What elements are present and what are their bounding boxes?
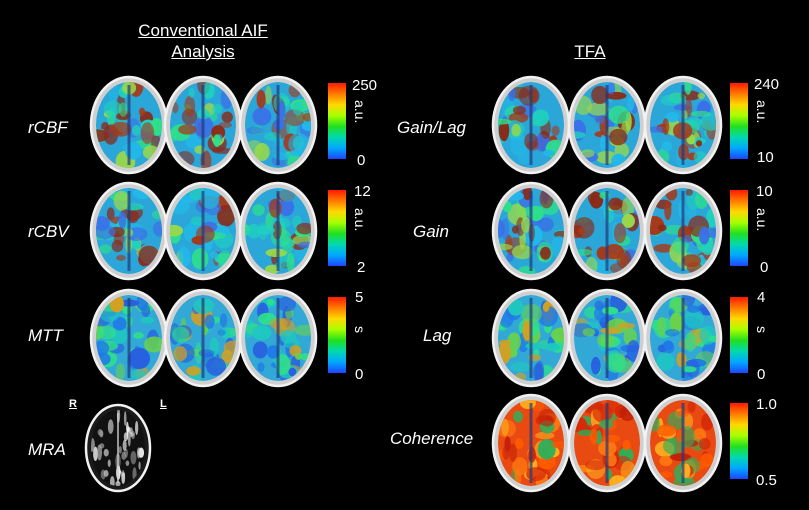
colorbar-rcbf-min: 0 bbox=[357, 152, 366, 169]
colorbar-rcbf-unit: a.u. bbox=[352, 100, 368, 124]
brain-coherence-slice-3 bbox=[643, 393, 723, 493]
colorbar-rcbf bbox=[328, 83, 346, 159]
brain-rcbf-slice-1 bbox=[89, 75, 169, 175]
row-label-rcbv: rCBV bbox=[28, 222, 69, 241]
brain-gain-slice-1 bbox=[491, 181, 571, 281]
brain-lag-slice-3 bbox=[643, 288, 723, 388]
row-label-lag: Lag bbox=[423, 326, 452, 345]
brain-coherence-slice-1 bbox=[491, 393, 571, 493]
brain-gain-slice-3 bbox=[643, 181, 723, 281]
brain-lag-slice-1 bbox=[491, 288, 571, 388]
brain-mtt-slice-2 bbox=[163, 288, 243, 388]
tfa-header: TFA bbox=[574, 42, 606, 61]
colorbar-mtt-unit: s bbox=[352, 326, 368, 333]
colorbar-lag-unit: s bbox=[754, 326, 770, 333]
colorbar-rcbv bbox=[328, 190, 346, 266]
colorbar-gain-max: 10 bbox=[756, 183, 773, 200]
brain-gainlag-slice-3 bbox=[643, 75, 723, 175]
brain-rcbv-slice-3 bbox=[238, 181, 318, 281]
colorbar-gain-min: 0 bbox=[760, 259, 769, 276]
colorbar-rcbf-max: 250 bbox=[352, 77, 378, 94]
colorbar-gain-unit: a.u. bbox=[754, 208, 770, 232]
colorbar-gainlag-min: 10 bbox=[757, 149, 774, 166]
brain-lag-slice-2 bbox=[567, 288, 647, 388]
colorbar-rcbv-unit: a.u. bbox=[352, 208, 368, 232]
aif-header: Conventional AIF Analysis bbox=[128, 20, 278, 62]
colorbar-rcbv-max: 12 bbox=[354, 183, 371, 200]
brain-coherence-slice-2 bbox=[567, 393, 647, 493]
colorbar-gainlag-max: 240 bbox=[754, 76, 780, 93]
brain-gainlag-slice-2 bbox=[567, 75, 647, 175]
brain-rcbv-slice-2 bbox=[163, 181, 243, 281]
colorbar-rcbv-min: 2 bbox=[357, 259, 366, 276]
colorbar-coherence bbox=[730, 403, 748, 479]
aif-header-line1: Conventional AIF bbox=[138, 21, 268, 40]
row-label-mtt: MTT bbox=[28, 326, 63, 345]
colorbar-mtt-max: 5 bbox=[355, 289, 364, 306]
colorbar-mtt bbox=[328, 297, 346, 373]
row-label-mra: MRA bbox=[28, 440, 66, 459]
brain-mtt-slice-1 bbox=[89, 288, 169, 388]
colorbar-coherence-min: 0.5 bbox=[756, 472, 777, 489]
colorbar-gain bbox=[730, 190, 748, 266]
mra-right-marker: R bbox=[69, 398, 77, 410]
brain-gainlag-slice-1 bbox=[491, 75, 571, 175]
colorbar-mtt-min: 0 bbox=[355, 366, 364, 383]
colorbar-lag-min: 0 bbox=[757, 366, 766, 383]
row-label-coherence: Coherence bbox=[390, 429, 474, 448]
brain-rcbf-slice-3 bbox=[238, 75, 318, 175]
colorbar-lag bbox=[730, 297, 748, 373]
row-label-gainlag: Gain/Lag bbox=[397, 118, 466, 137]
colorbar-gainlag bbox=[730, 83, 748, 159]
brain-rcbf-slice-2 bbox=[163, 75, 243, 175]
aif-header-line2: Analysis bbox=[171, 42, 235, 61]
brain-gain-slice-2 bbox=[567, 181, 647, 281]
colorbar-gainlag-unit: a.u. bbox=[754, 100, 770, 124]
brain-mra-angiogram bbox=[84, 403, 152, 493]
brain-rcbv-slice-1 bbox=[89, 181, 169, 281]
row-label-rcbf: rCBF bbox=[28, 118, 68, 137]
row-label-gain: Gain bbox=[413, 222, 449, 241]
mra-left-marker: L bbox=[160, 398, 167, 410]
colorbar-lag-max: 4 bbox=[757, 289, 766, 306]
brain-mtt-slice-3 bbox=[238, 288, 318, 388]
colorbar-coherence-max: 1.0 bbox=[756, 396, 777, 413]
